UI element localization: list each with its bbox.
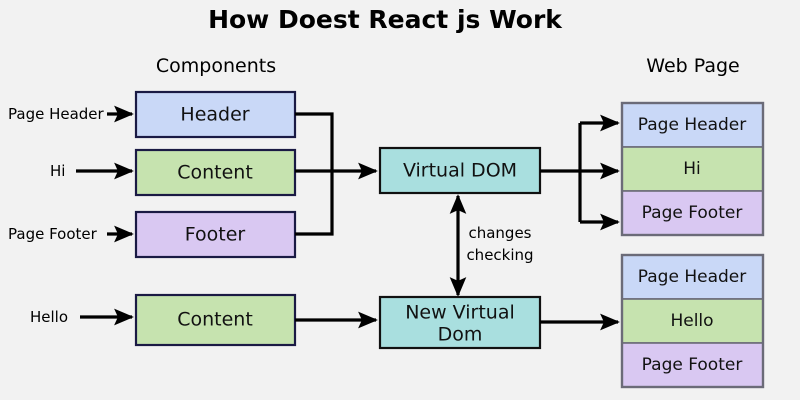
new-virtual-dom-label-line2: Dom — [438, 324, 483, 346]
page2-label-content: Hello — [670, 311, 713, 331]
heading-components: Components — [156, 55, 276, 77]
page1-label-header: Page Header — [638, 115, 746, 135]
component-box-content-bottom[interactable] — [134, 293, 297, 347]
web-page-initial[interactable]: Page Header Hi Page Footer — [620, 101, 765, 237]
page2-outline — [620, 253, 765, 389]
input-label-hello: Hello — [30, 308, 68, 326]
web-page-updated[interactable]: Page Header Hello Page Footer — [620, 253, 765, 389]
component-box-footer[interactable] — [134, 210, 297, 259]
page-title: How Doest React js Work — [208, 5, 563, 34]
input-label-hi: Hi — [50, 162, 65, 180]
page1-row-content[interactable] — [621, 146, 764, 192]
component-box-content[interactable] — [134, 148, 297, 197]
page2-label-header: Page Header — [638, 267, 746, 287]
new-virtual-dom-label-line1: New Virtual — [405, 302, 515, 324]
edge-components-bus — [295, 112, 334, 236]
virtual-dom-box[interactable] — [378, 146, 542, 195]
component-label-footer: Footer — [185, 224, 246, 246]
new-virtual-dom-box[interactable] — [378, 295, 542, 350]
input-label-page-header: Page Header — [8, 105, 105, 123]
annotation-changes: changes — [468, 224, 531, 242]
page2-row-header[interactable] — [621, 254, 764, 300]
page1-outline — [620, 101, 765, 237]
component-box-header[interactable] — [134, 90, 297, 139]
page1-label-footer: Page Footer — [642, 203, 743, 223]
page1-label-content: Hi — [683, 159, 701, 179]
component-label-content-bottom: Content — [177, 309, 253, 331]
page2-label-footer: Page Footer — [642, 355, 743, 375]
component-label-content: Content — [177, 162, 253, 184]
heading-web-page: Web Page — [646, 55, 739, 77]
page1-row-footer[interactable] — [621, 190, 764, 236]
input-label-page-footer: Page Footer — [8, 225, 98, 243]
component-label-header: Header — [180, 104, 249, 126]
virtual-dom-label: Virtual DOM — [403, 160, 517, 182]
annotation-checking: checking — [466, 246, 533, 264]
